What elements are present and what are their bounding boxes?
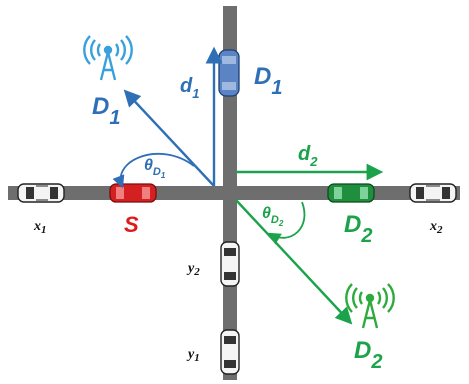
label-d2: d2 bbox=[298, 143, 318, 169]
car-D1-blue bbox=[218, 49, 240, 97]
angle-arc-theta1 bbox=[112, 152, 195, 189]
car-x1 bbox=[17, 183, 65, 203]
angle-arc-theta2 bbox=[267, 201, 306, 245]
antenna-icon-blue bbox=[83, 35, 133, 81]
label-theta1: θD1 bbox=[144, 157, 166, 180]
label-S: S bbox=[124, 212, 139, 237]
label-D2-antenna: D2 bbox=[354, 337, 382, 373]
arrow-D1-antenna bbox=[123, 89, 215, 187]
label-D1-car: D1 bbox=[254, 63, 282, 99]
label-D2-car: D2 bbox=[344, 211, 372, 247]
label-d1: d1 bbox=[180, 75, 199, 101]
antenna-icon-green bbox=[345, 283, 395, 329]
label-y2: y2 bbox=[186, 261, 200, 278]
label-x2: x2 bbox=[429, 219, 443, 236]
label-D1-antenna: D1 bbox=[92, 93, 120, 129]
arrow-D2-antenna bbox=[235, 199, 353, 325]
label-y1: y1 bbox=[186, 347, 200, 364]
car-D2-green bbox=[327, 183, 375, 203]
label-theta2: θD2 bbox=[262, 205, 284, 228]
car-x2 bbox=[409, 183, 457, 203]
car-S-red bbox=[109, 183, 157, 203]
car-y1 bbox=[220, 329, 240, 375]
label-x1: x1 bbox=[33, 219, 47, 236]
car-y2 bbox=[220, 241, 240, 287]
